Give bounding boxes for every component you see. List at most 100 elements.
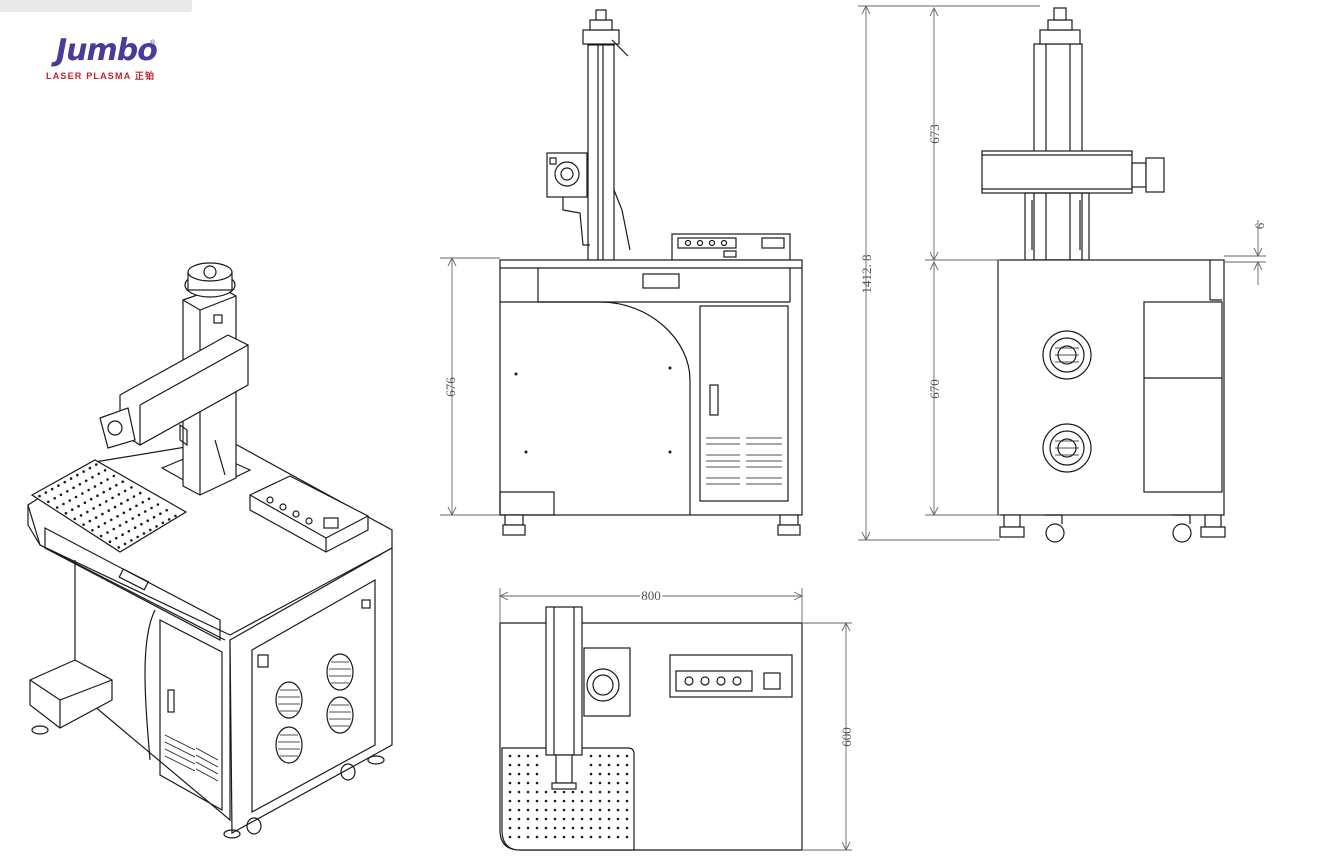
perforation-hole (625, 817, 629, 821)
perforation-hole (625, 790, 629, 794)
perforation-hole (84, 479, 88, 483)
perforation-hole (106, 478, 109, 481)
perforation-hole (589, 790, 593, 794)
perforation-hole (155, 525, 158, 528)
perforation-hole (132, 495, 136, 498)
brand-name: Jumbo (56, 33, 158, 68)
perforation-hole (103, 469, 107, 472)
perforation-hole (123, 489, 127, 493)
perforation-hole (62, 502, 65, 506)
perforation-hole (59, 493, 63, 497)
perforation-hole (517, 799, 521, 803)
perforation-hole (69, 477, 73, 480)
perforation-hole (146, 519, 150, 522)
perforation-hole (508, 817, 512, 821)
perforation-hole (544, 835, 548, 839)
perforation-hole (108, 540, 112, 543)
dim-width: 800 (641, 588, 661, 603)
dim-gap: 6 (1252, 222, 1267, 229)
perforation-hole (126, 498, 129, 502)
dim-front-height: 676 (443, 377, 458, 397)
perforation-hole (535, 835, 539, 839)
perforation-hole (607, 781, 611, 785)
perforation-hole (526, 763, 530, 767)
perforation-hole (82, 470, 85, 473)
perforation-hole (112, 527, 116, 531)
perforation-hole (526, 754, 530, 758)
perforation-hole (580, 790, 584, 794)
perforation-hole (141, 501, 145, 504)
perforation-hole (44, 491, 48, 494)
perforation-hole (152, 515, 156, 519)
perforation-hole (544, 826, 548, 830)
perforation-hole (607, 826, 611, 830)
perforation-hole (544, 808, 548, 812)
perforation-hole (137, 513, 141, 517)
perforation-hole (508, 790, 512, 794)
perforation-hole (535, 763, 539, 767)
perforation-hole (553, 817, 557, 821)
perforation-hole (616, 799, 620, 803)
perforation-hole (598, 817, 602, 821)
perforation-hole (91, 476, 94, 479)
perforation-hole (89, 497, 93, 501)
perforation-hole (109, 518, 113, 522)
perforation-hole (508, 826, 512, 830)
perforation-hole (571, 808, 575, 812)
perforation-hole (517, 772, 521, 776)
perforation-hole (125, 520, 128, 524)
perforation-hole (73, 517, 77, 521)
perforation-hole (104, 500, 108, 503)
perforation-hole (616, 790, 620, 794)
perforation-hole (99, 481, 103, 485)
perforation-hole (140, 522, 143, 526)
perforation-hole (580, 826, 584, 830)
perforation-hole (607, 772, 611, 776)
perforation-hole (526, 781, 530, 785)
perforation-hole (65, 490, 69, 493)
perforation-hole (544, 817, 548, 821)
perforation-hole (535, 790, 539, 794)
perforation-hole (78, 483, 82, 486)
perforation-hole (72, 486, 75, 490)
perforation-hole (553, 826, 557, 830)
perforation-hole (114, 536, 118, 540)
perforation-hole (113, 505, 117, 509)
perforation-hole (118, 524, 122, 527)
dim-overall-height: 1412. 8 (859, 255, 874, 294)
perforation-hole (97, 472, 101, 476)
perforation-hole (101, 512, 104, 516)
perforation-hole (625, 826, 629, 830)
perforation-hole (94, 516, 98, 519)
perforation-hole (562, 817, 566, 821)
dim-depth: 600 (839, 727, 854, 747)
perforation-hole (127, 529, 131, 533)
perforation-hole (580, 817, 584, 821)
perforation-hole (161, 521, 165, 525)
perforation-hole (108, 487, 112, 491)
perforation-hole (616, 772, 620, 776)
perforation-hole (625, 754, 629, 758)
perforation-hole (122, 511, 126, 515)
perforation-hole (625, 799, 629, 803)
perforation-hole (121, 533, 124, 536)
perforation-hole (165, 508, 168, 512)
perforation-hole (55, 506, 59, 509)
perforation-hole (589, 817, 593, 821)
perforation-hole (131, 517, 134, 520)
perforation-hole (553, 799, 557, 803)
perforation-hole (625, 808, 629, 812)
perforation-hole (616, 835, 620, 839)
perforation-hole (76, 473, 79, 477)
perforation-hole (517, 835, 521, 839)
perforation-hole (77, 504, 80, 508)
perforation-hole (571, 817, 575, 821)
perforation-hole (112, 474, 116, 478)
perforation-hole (517, 826, 521, 830)
perforation-hole (607, 835, 611, 839)
perforation-hole (517, 817, 521, 821)
window-tab-strip (0, 0, 192, 12)
perforation-hole (117, 546, 121, 549)
perforation-hole (535, 781, 539, 785)
perforation-hole (607, 763, 611, 767)
